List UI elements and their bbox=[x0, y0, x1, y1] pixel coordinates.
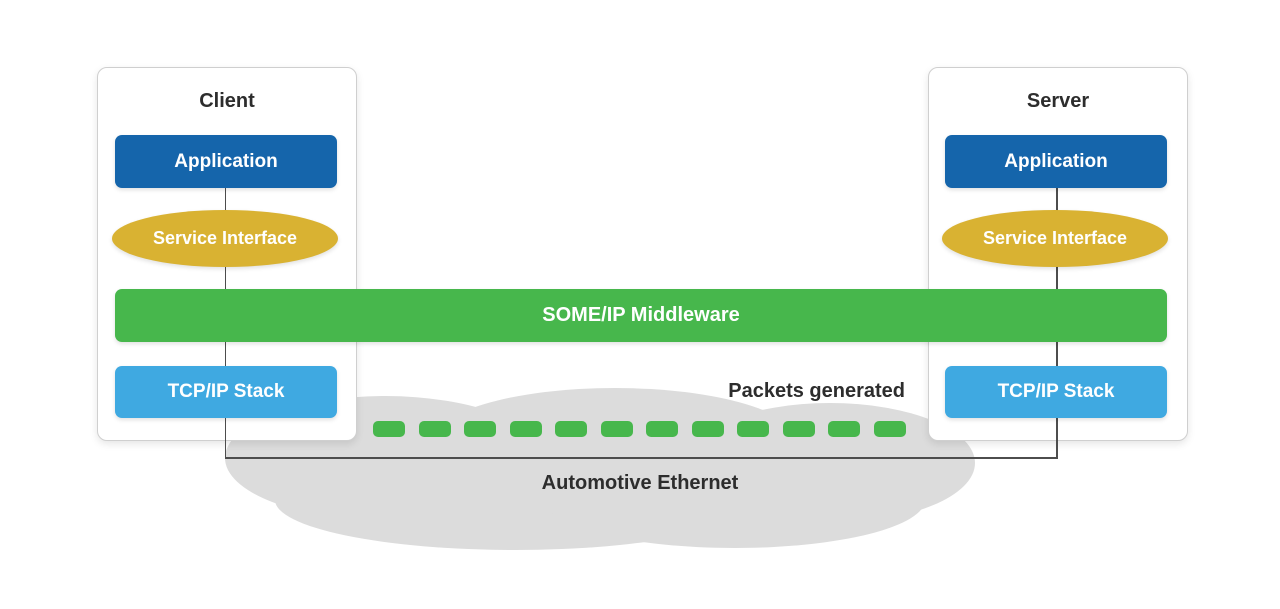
packets-generated-label: Packets generated bbox=[728, 380, 905, 402]
packet-dash bbox=[464, 420, 497, 437]
server-tcpip-stack-box: TCP/IP Stack bbox=[945, 366, 1167, 418]
server-service-interface-ellipse: Service Interface bbox=[942, 210, 1168, 267]
packet-dash bbox=[555, 420, 588, 437]
packet-dash bbox=[782, 420, 815, 437]
server-title: Server bbox=[1026, 90, 1090, 112]
packet-dash bbox=[418, 420, 451, 437]
server-application-box: Application bbox=[945, 135, 1167, 188]
packet-dash bbox=[600, 420, 633, 437]
packet-dash bbox=[873, 420, 906, 437]
packet-dash bbox=[373, 420, 405, 437]
automotive-ethernet-label: Automotive Ethernet bbox=[541, 472, 739, 494]
packet-dash bbox=[737, 420, 770, 437]
packet-dash bbox=[691, 420, 724, 437]
ethernet-connector-line bbox=[224, 457, 1058, 459]
packet-dash bbox=[646, 420, 679, 437]
client-title: Client bbox=[199, 90, 255, 112]
packet-dash bbox=[509, 420, 542, 437]
packet-dash bbox=[828, 420, 861, 437]
client-application-box: Application bbox=[115, 135, 337, 188]
packet-row bbox=[373, 420, 906, 437]
client-service-interface-ellipse: Service Interface bbox=[112, 210, 338, 267]
ethernet-cloud bbox=[225, 388, 975, 550]
client-tcpip-stack-box: TCP/IP Stack bbox=[115, 366, 337, 418]
someip-middleware-bar: SOME/IP Middleware bbox=[115, 289, 1167, 342]
